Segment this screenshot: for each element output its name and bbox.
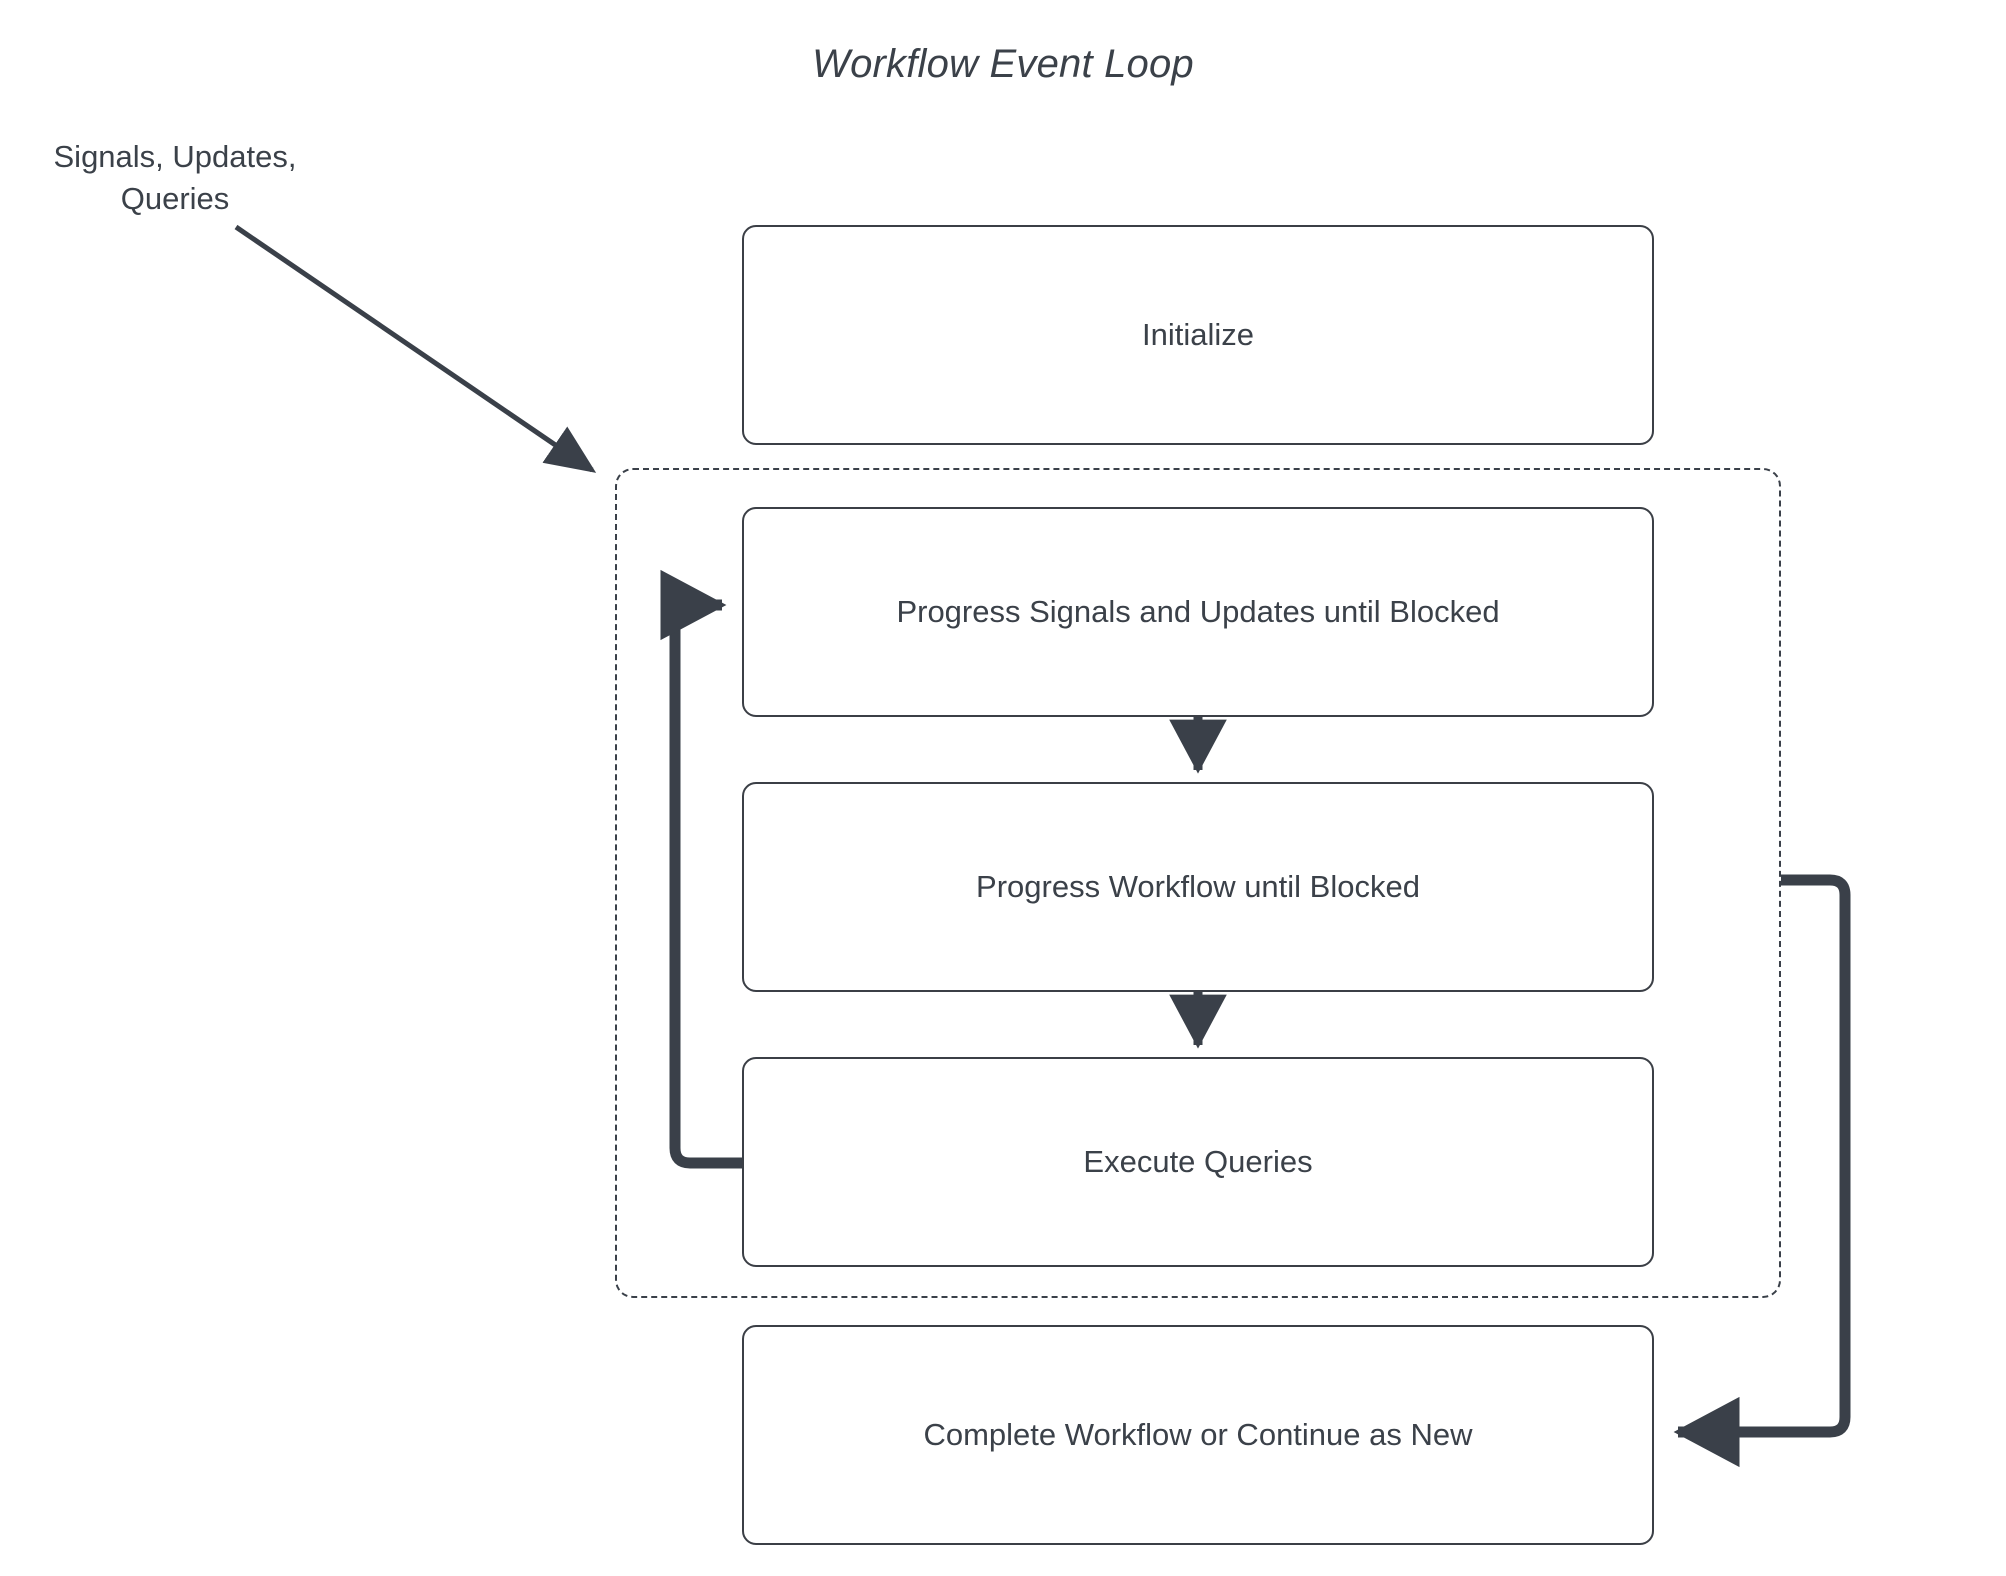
node-initialize[interactable]: Initialize: [742, 225, 1654, 445]
diagram-title: Workflow Event Loop: [812, 42, 1194, 86]
node-execute-queries[interactable]: Execute Queries: [742, 1057, 1654, 1267]
external-input-label: Signals, Updates, Queries: [53, 139, 297, 216]
node-progress-workflow[interactable]: Progress Workflow until Blocked: [742, 782, 1654, 992]
edge-external-input-to-loop: [234, 224, 597, 473]
node-progress-signals[interactable]: Progress Signals and Updates until Block…: [742, 507, 1654, 717]
node-complete-workflow[interactable]: Complete Workflow or Continue as New: [742, 1325, 1654, 1545]
